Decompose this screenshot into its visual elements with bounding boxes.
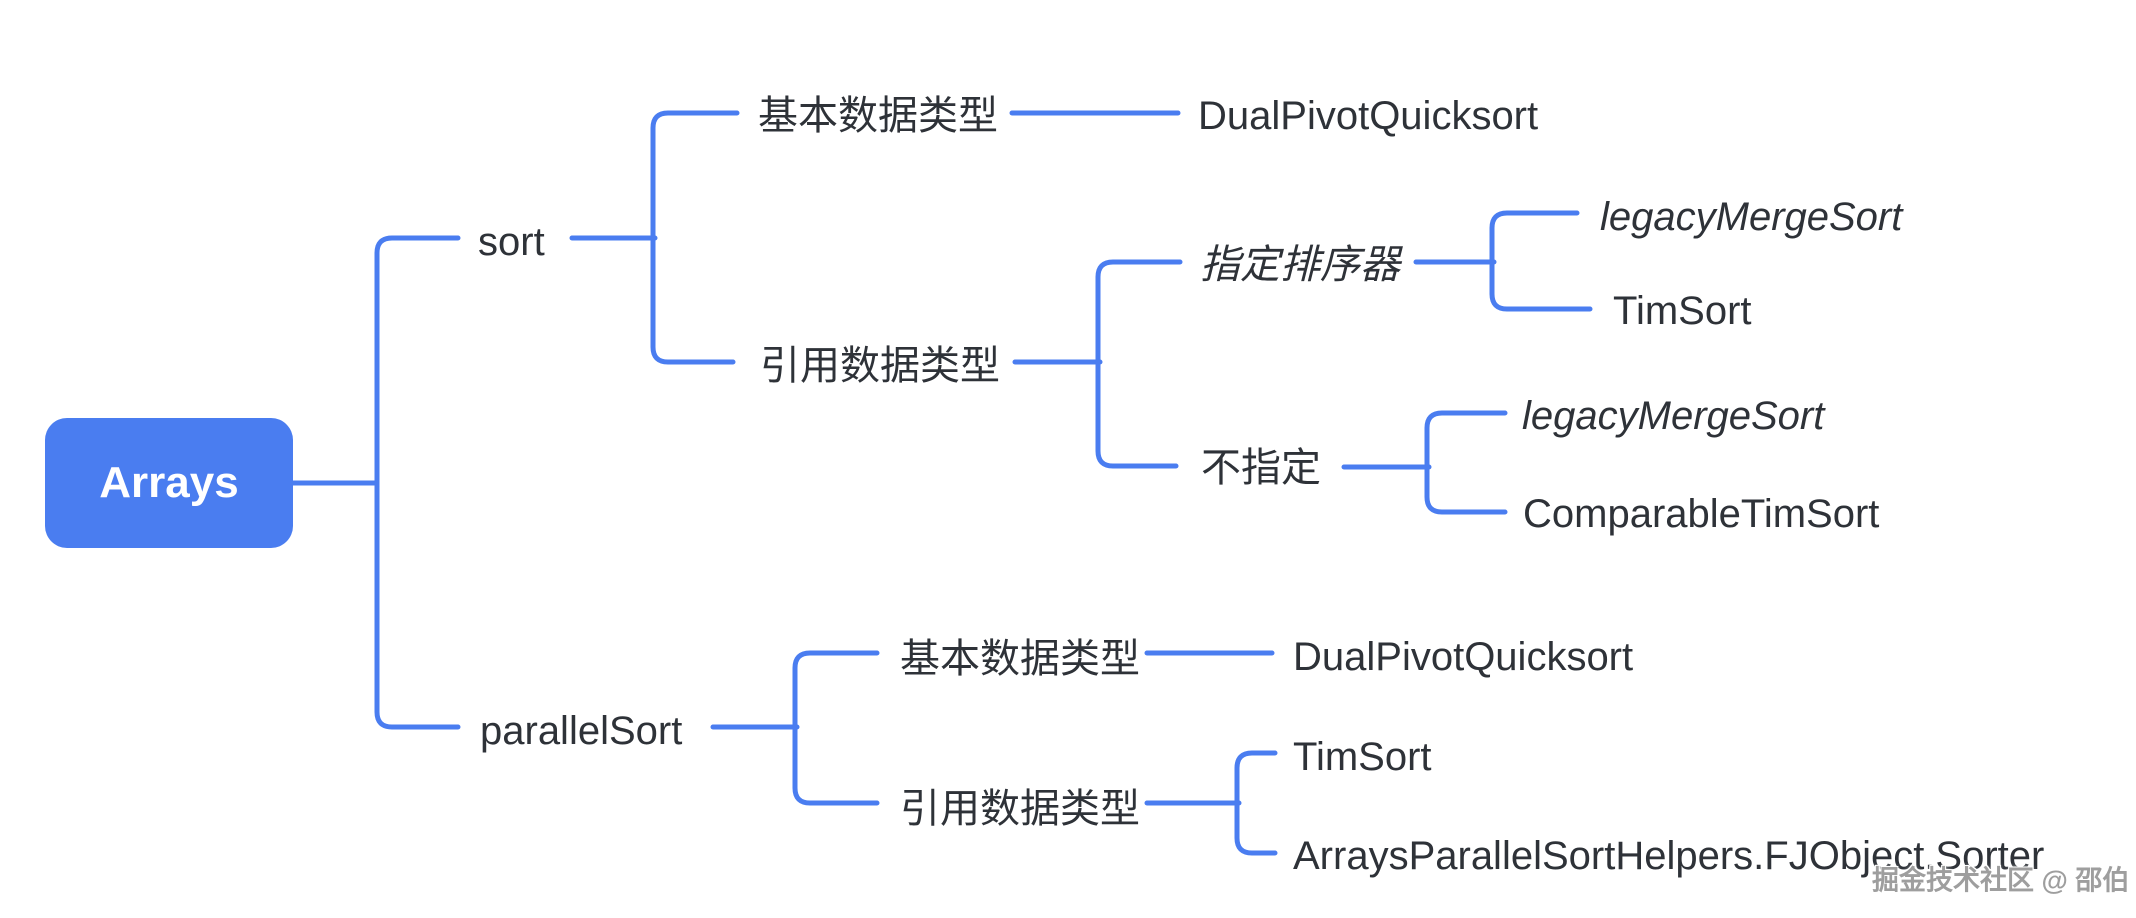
node-ps-dualpivotquicksort[interactable]: DualPivotQuicksort bbox=[1293, 635, 1634, 679]
node-sort-reference-types[interactable]: 引用数据类型 bbox=[760, 344, 1000, 388]
node-sort-primitive-types[interactable]: 基本数据类型 bbox=[758, 94, 998, 138]
node-sort[interactable]: sort bbox=[478, 220, 545, 264]
node-unspecified[interactable]: 不指定 bbox=[1201, 446, 1321, 490]
connector-trunk-reference-children bbox=[1095, 259, 1183, 469]
connector-trunk-specified-children bbox=[1489, 210, 1593, 312]
node-specified-comparator[interactable]: 指定排序器 bbox=[1200, 243, 1400, 287]
node-sort-dualpivotquicksort[interactable]: DualPivotQuicksort bbox=[1198, 94, 1539, 138]
node-parallelsort[interactable]: parallelSort bbox=[480, 709, 683, 753]
node-ps-fjobject-sorter[interactable]: ArraysParallelSortHelpers.FJObject.Sorte… bbox=[1293, 834, 2045, 878]
watermark: 掘金技术社区 @ 邵伯 bbox=[1872, 865, 2130, 896]
connector-trunk-level1 bbox=[374, 235, 461, 730]
connector-trunk-unspecified-children bbox=[1424, 410, 1508, 515]
node-arrays-root[interactable]: Arrays bbox=[45, 418, 293, 548]
connector-trunk-ps-reference-children bbox=[1234, 750, 1278, 856]
node-ps-primitive-types[interactable]: 基本数据类型 bbox=[900, 637, 1140, 681]
node-specified-legacymergesort[interactable]: legacyMergeSort bbox=[1600, 195, 1903, 239]
connector-trunk-sort-children bbox=[650, 110, 740, 365]
connector-trunk-parallelsort-children bbox=[792, 650, 880, 806]
node-unspecified-legacymergesort[interactable]: legacyMergeSort bbox=[1522, 394, 1825, 438]
node-ps-timsort[interactable]: TimSort bbox=[1293, 735, 1432, 779]
node-ps-reference-types[interactable]: 引用数据类型 bbox=[900, 787, 1140, 831]
node-specified-timsort[interactable]: TimSort bbox=[1613, 289, 1752, 333]
node-comparabletimsort[interactable]: ComparableTimSort bbox=[1523, 492, 1880, 536]
